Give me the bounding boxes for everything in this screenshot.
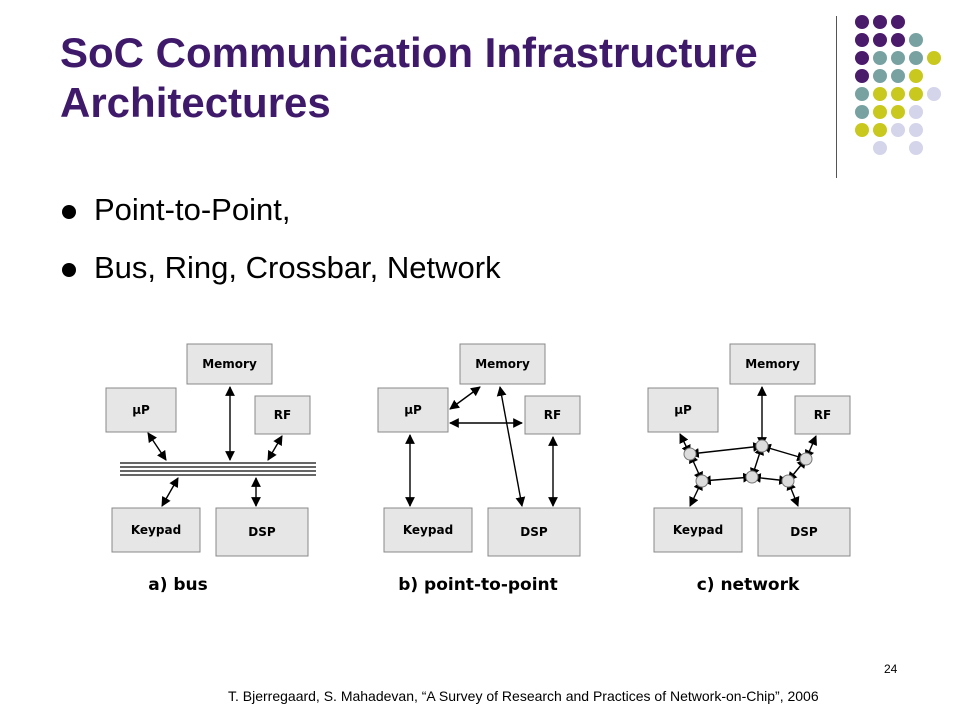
bullet-item: Bus, Ring, Crossbar, Network (60, 248, 501, 306)
decorative-dot (891, 105, 905, 119)
bus-keypad-box: Keypad (111, 507, 201, 553)
node-label: μP (132, 403, 150, 417)
decorative-dot (873, 51, 887, 65)
decorative-dot (855, 105, 869, 119)
decorative-dot (927, 87, 941, 101)
bus-lines (120, 462, 316, 476)
node-label: RF (274, 408, 291, 422)
decorative-dot (873, 123, 887, 137)
decorative-dot (909, 105, 923, 119)
decorative-dot (873, 33, 887, 47)
net-up-box: μP (647, 387, 719, 433)
network-diagram: Memory μP RF Keypad DSP (647, 343, 851, 595)
decorative-dot (891, 123, 905, 137)
p2p-diagram: Memory μP RF Keypad DSP b) point-to-poin… (377, 343, 581, 595)
node-label: μP (404, 403, 422, 417)
node-label: Keypad (673, 523, 723, 537)
decorative-dot (909, 69, 923, 83)
network-caption: c) network (697, 575, 800, 595)
decorative-dot (873, 141, 887, 155)
p2p-dsp-box: DSP (487, 507, 581, 557)
bus-up-box: μP (105, 387, 177, 433)
page-number: 24 (884, 662, 898, 676)
p2p-caption: b) point-to-point (398, 575, 558, 595)
p2p-up-box: μP (377, 387, 449, 433)
decorative-dot (873, 15, 887, 29)
bus-rf-box: RF (254, 395, 311, 435)
net-routers (683, 439, 813, 488)
node-label: Memory (475, 357, 530, 371)
router-node (683, 447, 697, 461)
net-keypad-box: Keypad (653, 507, 743, 553)
decorative-dot (855, 15, 869, 29)
node-label: RF (544, 408, 561, 422)
decorative-dot (909, 141, 923, 155)
bullet-item: Point-to-Point, (60, 190, 501, 248)
decorative-dot (855, 123, 869, 137)
bullet-text: Point-to-Point, (94, 192, 291, 227)
node-label: DSP (248, 525, 276, 539)
router-node (781, 474, 795, 488)
net-memory-box: Memory (729, 343, 816, 385)
bullet-text: Bus, Ring, Crossbar, Network (94, 250, 501, 285)
node-label: DSP (520, 525, 548, 539)
decorative-dot (891, 87, 905, 101)
node-label: Keypad (131, 523, 181, 537)
bullet-dot-icon (62, 205, 76, 219)
net-rf-box: RF (794, 395, 851, 435)
decorative-dot (873, 87, 887, 101)
bus-memory-box: Memory (186, 343, 273, 385)
router-node (755, 439, 769, 453)
p2p-keypad-box: Keypad (383, 507, 473, 553)
decorative-dot (855, 87, 869, 101)
bus-dsp-box: DSP (215, 507, 309, 557)
decorative-dot (909, 123, 923, 137)
decorative-dot (927, 51, 941, 65)
p2p-arrows (405, 386, 558, 507)
router-node (695, 474, 709, 488)
bus-caption: a) bus (148, 575, 208, 595)
slide-title: SoC Communication Infrastructure Archite… (60, 29, 758, 126)
p2p-memory-box: Memory (459, 343, 546, 385)
net-dsp-box: DSP (757, 507, 851, 557)
decorative-dot (891, 33, 905, 47)
p2p-rf-box: RF (524, 395, 581, 435)
decorative-dot (873, 69, 887, 83)
node-label: Memory (202, 357, 257, 371)
bus-arrows (147, 386, 283, 507)
decorative-dot (855, 69, 869, 83)
node-label: RF (814, 408, 831, 422)
citation-text: T. Bjerregaard, S. Mahadevan, “A Survey … (228, 688, 819, 704)
router-node (799, 452, 813, 466)
bus-diagram: Memory μP RF Keypad DSP (105, 343, 316, 595)
decorative-dot (909, 33, 923, 47)
decorative-dot-grid (855, 15, 941, 155)
decorative-dot (855, 51, 869, 65)
decorative-dot (891, 69, 905, 83)
decorative-dot (891, 15, 905, 29)
decorative-dot (891, 51, 905, 65)
node-label: μP (674, 403, 692, 417)
node-label: DSP (790, 525, 818, 539)
decorative-dot (909, 51, 923, 65)
node-label: Keypad (403, 523, 453, 537)
divider-line (836, 16, 837, 178)
bullet-dot-icon (62, 263, 76, 277)
router-node (745, 470, 759, 484)
bullet-list: Point-to-Point, Bus, Ring, Crossbar, Net… (60, 190, 501, 306)
decorative-dot (873, 105, 887, 119)
decorative-dot (855, 33, 869, 47)
decorative-dot (909, 87, 923, 101)
node-label: Memory (745, 357, 800, 371)
